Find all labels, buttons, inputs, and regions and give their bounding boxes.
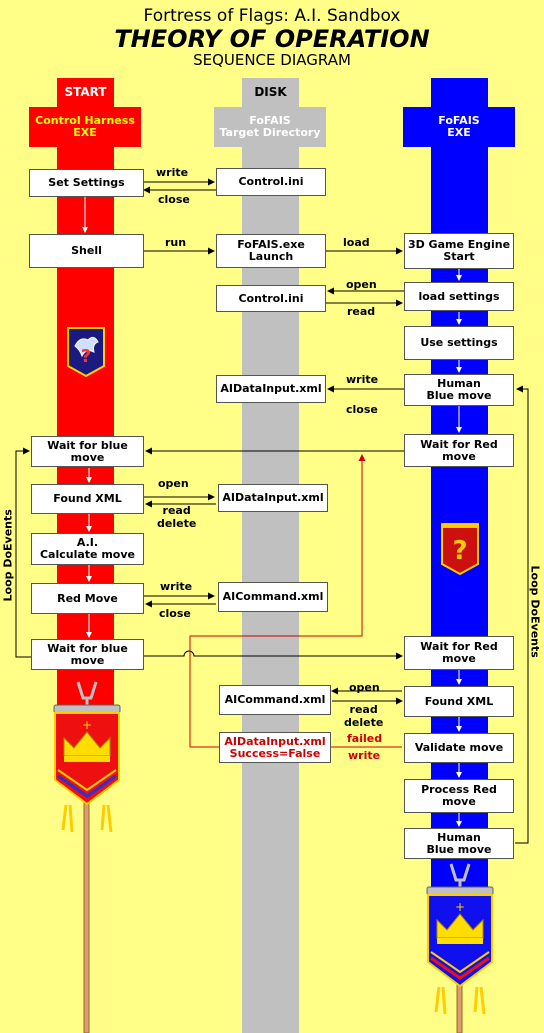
fofais-lane-crossbar (403, 107, 515, 147)
wait-for-blue-box-1: Wait for blue move (31, 436, 144, 467)
aicommand-box-1: AICommand.xml (218, 582, 328, 612)
red-crown-banner-icon: + (53, 681, 121, 1033)
human-blue-move-box-1: Human Blue move (404, 374, 514, 406)
question-banner-icon: ? (441, 523, 479, 576)
found-xml-box-2: Found XML (404, 686, 514, 717)
process-red-move-box: Process Red move (404, 779, 514, 813)
label-read-1: read (347, 305, 376, 318)
aidatainput-box-1: AIDataInput.xml (216, 375, 326, 403)
wait-for-blue-box-2: Wait for blue move (31, 639, 144, 670)
disk-lane-label: DISK (254, 85, 287, 99)
title-line1: Fortress of Flags: A.I. Sandbox (143, 6, 401, 26)
label-write-4: write (348, 749, 381, 762)
start-lane-header: Control Harness EXE (35, 114, 135, 139)
fofais-lane-header: FoFAIS EXE (438, 114, 480, 139)
fofais-launch-box: FoFAIS.exe Launch (216, 234, 326, 268)
red-move-box: Red Move (31, 583, 144, 614)
validate-move-box: Validate move (404, 733, 514, 763)
title-line3: SEQUENCE DIAGRAM (193, 51, 351, 69)
blue-crown-banner-icon: + (426, 863, 494, 1033)
svg-text:?: ? (81, 346, 91, 367)
wait-for-red-box-1: Wait for Red move (404, 434, 514, 467)
aidatainput-fail-box: AIDataInput.xml Success=False (219, 732, 331, 763)
label-write-2: write (346, 373, 379, 386)
found-xml-box-1: Found XML (31, 484, 144, 514)
label-open-2: open (158, 477, 189, 490)
start-lane-label: START (64, 85, 107, 99)
label-write-3: write (160, 580, 193, 593)
label-write-1: write (156, 166, 189, 179)
label-close-3: close (159, 607, 191, 620)
load-settings-box: load settings (404, 282, 514, 311)
svg-text:?: ? (452, 536, 467, 566)
label-close-2: close (346, 403, 378, 416)
disk-lane-crossbar (214, 107, 326, 147)
wait-for-red-box-2: Wait for Red move (404, 636, 514, 670)
ai-calculate-box: A.I. Calculate move (31, 533, 144, 565)
label-load: load (343, 236, 370, 249)
label-failed: failed (347, 732, 383, 745)
start-lane-crossbar (29, 107, 141, 147)
aidatainput-box-2: AIDataInput.xml (218, 484, 328, 512)
label-read-delete-2: read delete (344, 703, 384, 729)
label-close-1: close (158, 193, 190, 206)
dragon-question-icon: ? (67, 327, 105, 378)
label-open-1: open (346, 278, 377, 291)
control-ini-box-2: Control.ini (216, 285, 326, 312)
label-read-delete-1: read delete (157, 504, 197, 530)
set-settings-box: Set Settings (29, 169, 144, 197)
aicommand-box-2: AICommand.xml (219, 685, 331, 715)
label-run: run (165, 236, 187, 249)
disk-lane-header: FoFAIS Target Directory (219, 114, 321, 139)
loop-label-left: Loop DoEvents (1, 509, 15, 602)
loop-label-right: Loop DoEvents (528, 565, 542, 658)
label-open-3: open (349, 681, 380, 694)
title-line2: THEORY OF OPERATION (114, 25, 430, 53)
control-ini-box-1: Control.ini (216, 168, 326, 196)
engine-start-box: 3D Game Engine Start (404, 233, 514, 269)
svg-text:+: + (455, 900, 465, 914)
svg-text:+: + (82, 718, 92, 732)
shell-box: Shell (29, 234, 144, 268)
use-settings-box: Use settings (404, 326, 514, 360)
human-blue-move-box-2: Human Blue move (404, 828, 514, 859)
